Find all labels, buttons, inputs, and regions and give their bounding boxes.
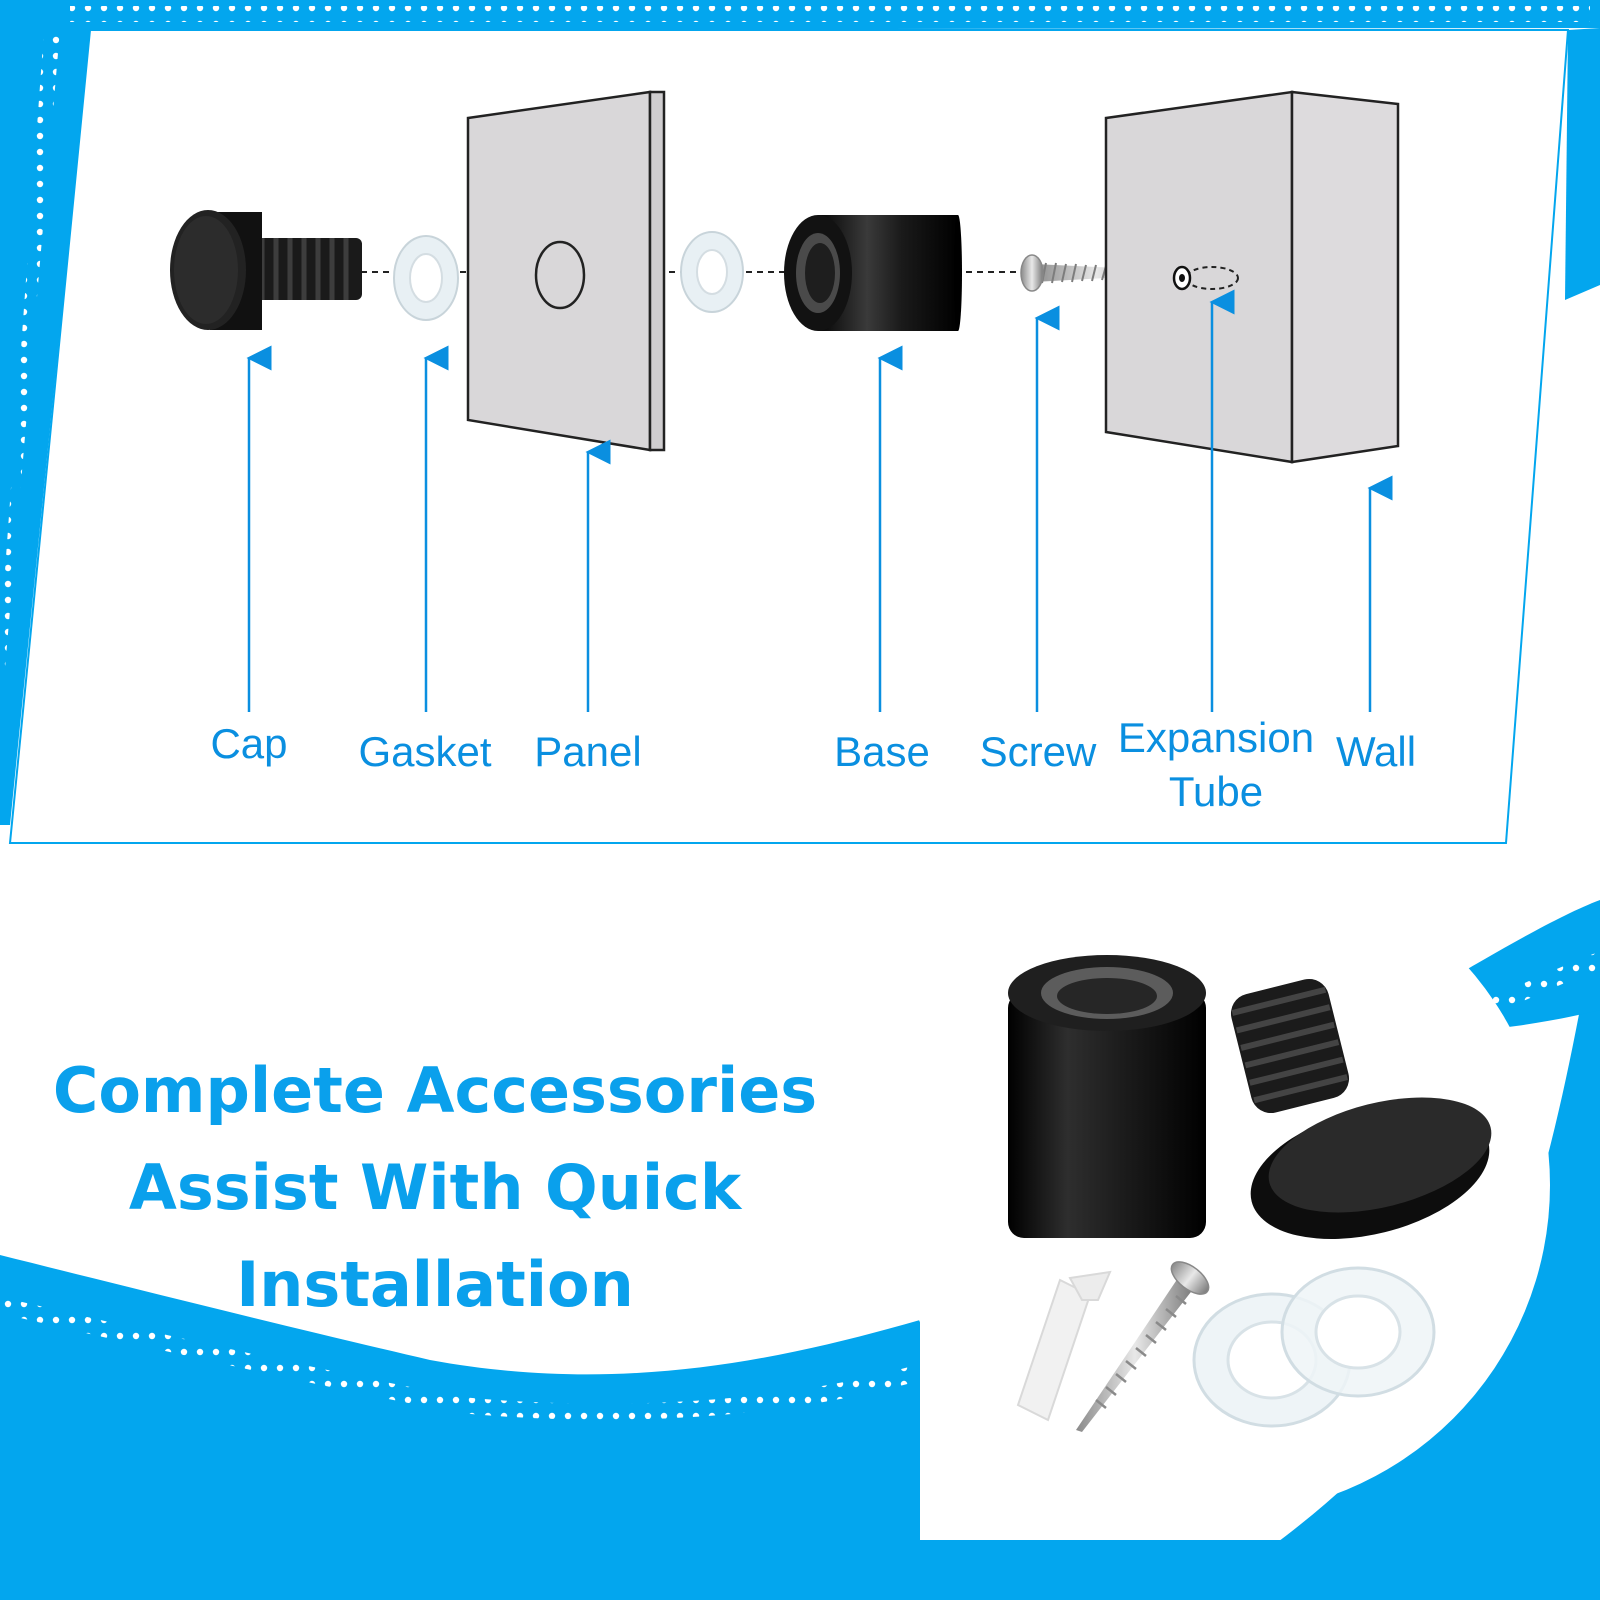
label-screw: Screw <box>979 728 1097 775</box>
base-part <box>784 215 962 331</box>
gasket-part-2 <box>680 231 744 313</box>
label-expansion-tube-line1: Expansion <box>1117 714 1315 761</box>
headline: Complete Accessories Assist With Quick I… <box>10 1042 860 1333</box>
photo-expansion-tube <box>1016 1270 1112 1422</box>
headline-line-1: Complete Accessories <box>52 1054 818 1127</box>
label-panel: Panel <box>534 728 642 775</box>
photo-base-cylinder <box>1008 955 1206 1238</box>
photo-gaskets <box>1192 1266 1436 1428</box>
label-cap: Cap <box>210 720 288 767</box>
photo-cap <box>1230 978 1492 1240</box>
leader-arrows <box>246 289 1393 712</box>
wall-part <box>1104 90 1400 464</box>
expansion-tube-hole <box>1185 266 1239 290</box>
headline-line-2: Assist With Quick <box>128 1151 742 1224</box>
headline-line-3: Installation <box>236 1248 634 1321</box>
cap-part <box>170 210 362 330</box>
label-gasket: Gasket <box>358 728 492 775</box>
panel-part <box>466 90 666 452</box>
gasket-part <box>393 235 459 321</box>
label-expansion-tube-line2: Tube <box>1168 768 1264 815</box>
photo-screw <box>1076 1261 1210 1432</box>
label-base: Base <box>834 728 930 775</box>
label-wall: Wall <box>1335 728 1417 775</box>
product-photo <box>890 855 1550 1515</box>
